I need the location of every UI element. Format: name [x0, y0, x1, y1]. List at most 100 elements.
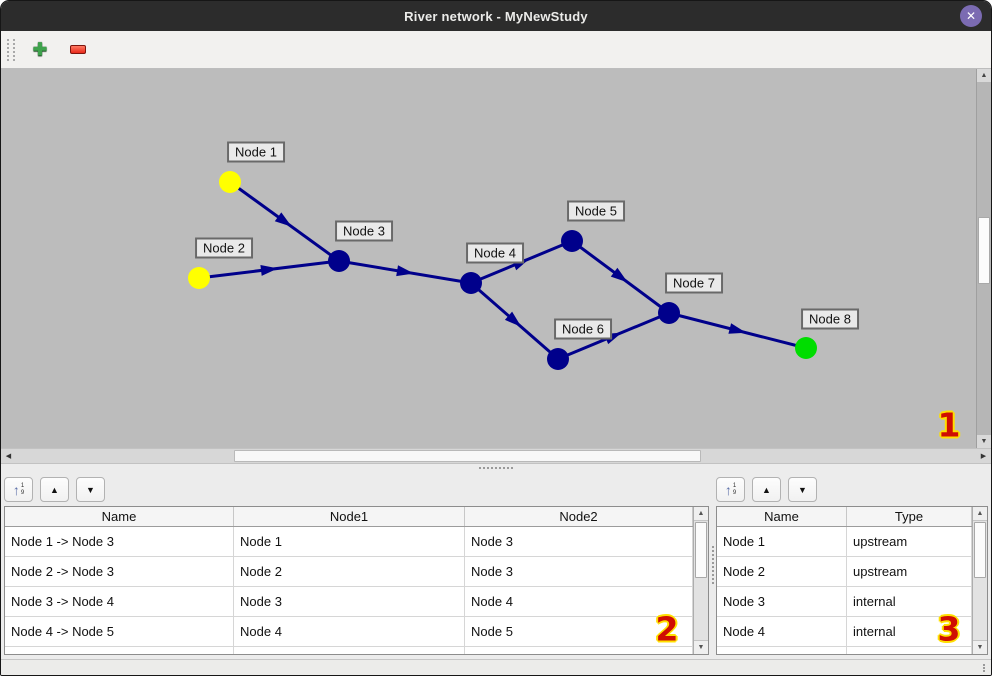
river-node[interactable]	[547, 348, 569, 370]
title-bar[interactable]: River network - MyNewStudy ✕	[1, 1, 991, 31]
table-cell[interactable]: Node 5	[465, 617, 693, 646]
column-header[interactable]: Name	[717, 507, 847, 526]
table-cell	[234, 647, 465, 654]
node-label[interactable]: Node 2	[195, 237, 253, 259]
remove-node-button[interactable]	[65, 37, 91, 63]
table-cell[interactable]: Node 4	[717, 617, 847, 646]
move-up-button[interactable]: ▲	[40, 477, 69, 502]
scroll-right-icon[interactable]: ▶	[977, 449, 990, 463]
table-cell[interactable]: Node 1 -> Node 3	[5, 527, 234, 556]
move-up-button[interactable]: ▲	[752, 477, 781, 502]
flow-direction-arrow	[504, 311, 522, 327]
scroll-down-icon[interactable]: ▼	[977, 435, 991, 448]
river-node[interactable]	[188, 267, 210, 289]
canvas-row: Node 1 Node 2 Node 3 Node 4 Node 5 Node 6 Node…	[1, 69, 991, 448]
table-cell[interactable]: Node 2 -> Node 3	[5, 557, 234, 586]
annotation-mark-1: 1	[937, 405, 961, 445]
resize-grip[interactable]	[975, 664, 985, 672]
flow-direction-arrow	[610, 267, 628, 283]
column-header[interactable]: Name	[5, 507, 234, 526]
minus-icon	[70, 45, 86, 54]
node-label[interactable]: Node 6	[554, 318, 612, 340]
table-cell[interactable]: upstream	[847, 557, 972, 586]
links-table-scrollbar[interactable]: ▲ ▼	[693, 507, 708, 654]
canvas-vscroll-thumb[interactable]	[978, 217, 990, 284]
move-down-button[interactable]: ▼	[788, 477, 817, 502]
sort-button[interactable]: ↑ 1 9	[4, 477, 33, 502]
nodes-scroll-thumb[interactable]	[974, 522, 986, 578]
table-cell[interactable]: internal	[847, 617, 972, 646]
table-cell[interactable]: internal	[847, 587, 972, 616]
table-cell[interactable]: Node 3	[717, 587, 847, 616]
scroll-left-icon[interactable]: ◀	[2, 449, 15, 463]
node-label[interactable]: Node 5	[567, 200, 625, 222]
scroll-down-icon[interactable]: ▼	[694, 640, 708, 654]
table-cell[interactable]: Node 2	[234, 557, 465, 586]
river-node[interactable]	[219, 171, 241, 193]
move-down-button[interactable]: ▼	[76, 477, 105, 502]
annotation-mark-2: 2	[655, 609, 679, 649]
flow-direction-arrow	[728, 323, 747, 334]
node-label[interactable]: Node 3	[335, 220, 393, 242]
table-cell[interactable]: Node 1	[234, 527, 465, 556]
table-cell[interactable]: Node 4 -> Node 5	[5, 617, 234, 646]
node-label[interactable]: Node 8	[801, 308, 859, 330]
nodes-table-scrollbar[interactable]: ▲ ▼	[972, 507, 987, 654]
vertical-splitter[interactable]	[709, 471, 716, 659]
add-node-button[interactable]: ✚	[27, 37, 53, 63]
column-header[interactable]: Node1	[234, 507, 465, 526]
table-cell[interactable]: Node 4	[465, 587, 693, 616]
scroll-up-icon[interactable]: ▲	[694, 507, 708, 521]
canvas-horizontal-scrollbar[interactable]: ◀ ▶	[1, 448, 991, 464]
river-node[interactable]	[795, 337, 817, 359]
table-cell[interactable]: Node 3	[234, 587, 465, 616]
river-node[interactable]	[561, 230, 583, 252]
scroll-up-icon[interactable]: ▲	[977, 69, 991, 82]
column-header[interactable]: Type	[847, 507, 972, 526]
river-node[interactable]	[658, 302, 680, 324]
links-scroll-thumb[interactable]	[695, 522, 707, 578]
table-cell	[5, 647, 234, 654]
table-cell[interactable]: Node 3	[465, 557, 693, 586]
scroll-up-icon[interactable]: ▲	[973, 507, 987, 521]
down-arrow-icon: ▼	[798, 484, 807, 495]
table-cell[interactable]: Node 1	[717, 527, 847, 556]
river-network-canvas[interactable]: Node 1 Node 2 Node 3 Node 4 Node 5 Node 6 Node…	[1, 69, 976, 448]
table-cell[interactable]: upstream	[847, 527, 972, 556]
table-cell[interactable]: Node 3	[465, 527, 693, 556]
node-label[interactable]: Node 1	[227, 141, 285, 163]
river-node[interactable]	[328, 250, 350, 272]
node-label[interactable]: Node 7	[665, 272, 723, 294]
canvas-vertical-scrollbar[interactable]: ▲ ▼	[976, 69, 991, 448]
close-icon[interactable]: ✕	[960, 5, 982, 27]
table-cell	[847, 647, 972, 654]
flow-direction-arrow	[274, 212, 292, 227]
scroll-down-icon[interactable]: ▼	[973, 640, 987, 654]
empty-row	[5, 647, 693, 654]
toolbar-drag-handle[interactable]	[7, 38, 15, 61]
network-svg	[188, 171, 817, 370]
canvas-hscroll-thumb[interactable]	[234, 450, 701, 462]
table-cell[interactable]: Node 3 -> Node 4	[5, 587, 234, 616]
table-cell[interactable]: Node 2	[717, 557, 847, 586]
river-node[interactable]	[460, 272, 482, 294]
horizontal-splitter[interactable]	[1, 464, 991, 471]
sort-button[interactable]: ↑ 1 9	[716, 477, 745, 502]
annotation-mark-3: 3	[937, 609, 961, 649]
node-label[interactable]: Node 4	[466, 242, 524, 264]
column-header[interactable]: Node2	[465, 507, 693, 526]
table-cell	[717, 647, 847, 654]
table-cell[interactable]: Node 4	[234, 617, 465, 646]
